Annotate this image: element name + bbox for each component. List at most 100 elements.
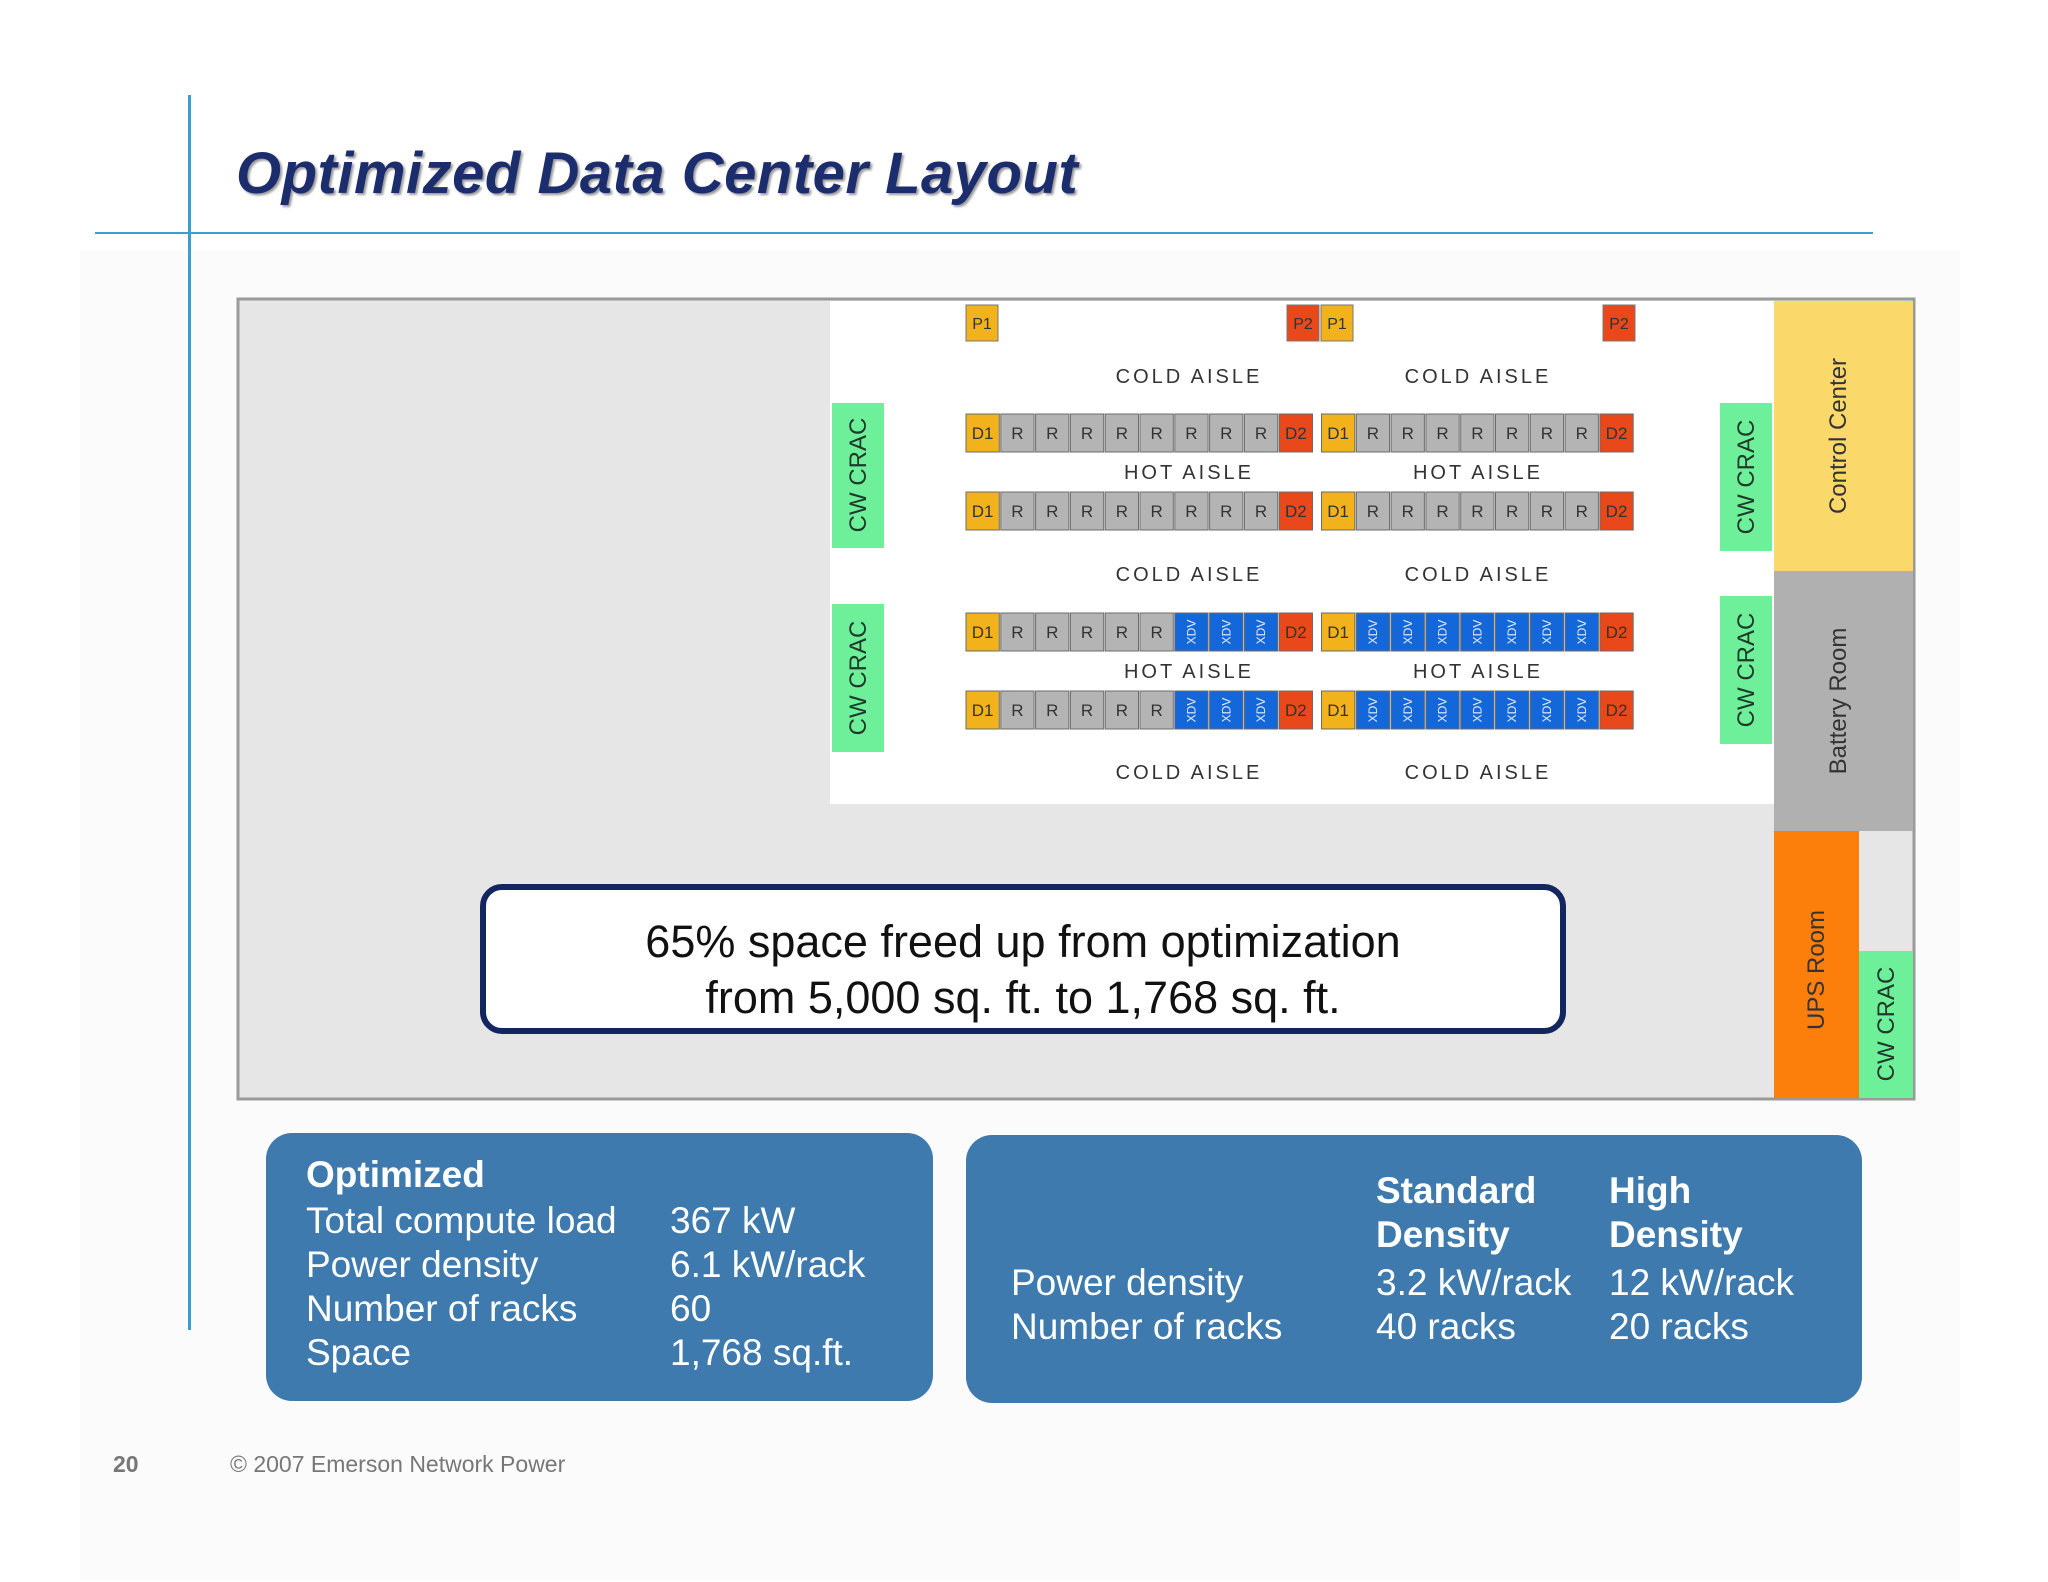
hot-aisle-label: HOT AISLE [1124, 661, 1254, 683]
control-center-label: Control Center [1825, 358, 1852, 514]
crac-unit-left-bottom [832, 604, 884, 752]
rack-cell-xdv [1460, 690, 1495, 730]
hot-aisle-label: HOT AISLE [1413, 661, 1543, 683]
rack-label-d1: D1 [1327, 424, 1349, 443]
rack-label-d2: D2 [1606, 623, 1628, 642]
rack-cell-d1 [965, 690, 1000, 730]
rack-label-d2: D2 [1285, 623, 1307, 642]
rack-cell-d2 [1599, 690, 1634, 730]
slide-title: Optimized Data Center Layout [236, 141, 1079, 206]
battery-room-label: Battery Room [1825, 628, 1852, 775]
rack-cell-d2 [1278, 690, 1313, 730]
hot-aisle-label: HOT AISLE [1124, 462, 1254, 484]
rack-label-d2: D2 [1606, 701, 1628, 720]
rack-cell-r [1000, 491, 1035, 531]
rack-cell-xdv [1243, 612, 1279, 652]
rack-cell-xdv [1174, 612, 1209, 652]
rack-label-r: R [1367, 502, 1379, 521]
rack-label-xdv: XDV [1184, 620, 1198, 645]
rack-label-r: R [1116, 623, 1128, 642]
p1-label-left: P1 [972, 316, 992, 333]
rack-cell-xdv [1495, 612, 1530, 652]
rack-label-d1: D1 [972, 424, 994, 443]
rack-cell-r [1209, 413, 1244, 453]
rack-label-d2: D2 [1285, 701, 1307, 720]
rack-label-d1: D1 [972, 502, 994, 521]
rack-label-xdv: XDV [1219, 620, 1233, 645]
rack-cell-r [1209, 491, 1244, 531]
hot-aisle-label: HOT AISLE [1413, 462, 1543, 484]
rack-label-xdv: XDV [1505, 698, 1519, 723]
rack-label-d1: D1 [972, 701, 994, 720]
stat-value: 6.1 kW/rack [670, 1244, 866, 1285]
standard-density-header: Standard [1376, 1170, 1537, 1211]
stat-label: Total compute load [306, 1200, 617, 1241]
stat-value: 60 [670, 1288, 712, 1329]
ups-room [1774, 831, 1859, 1098]
rack-cell-d1 [1321, 491, 1356, 531]
rack-cell-r [1243, 491, 1279, 531]
rack-label-r: R [1046, 424, 1058, 443]
rack-label-r: R [1367, 424, 1379, 443]
rack-cell-r [1355, 491, 1391, 531]
rack-cell-xdv [1495, 690, 1530, 730]
rack-label-r: R [1116, 424, 1128, 443]
rack-cell-d2 [1599, 413, 1634, 453]
rack-label-xdv: XDV [1436, 698, 1450, 723]
rack-label-r: R [1011, 701, 1023, 720]
rack-label-r: R [1185, 502, 1197, 521]
rack-label-r: R [1471, 502, 1483, 521]
p2-box-right [1602, 304, 1636, 342]
stat-value: 1,768 sq.ft. [670, 1332, 854, 1373]
rack-label-xdv: XDV [1470, 620, 1484, 645]
rack-label-r: R [1541, 424, 1553, 443]
rack-label-r: R [1116, 701, 1128, 720]
rack-cell-d1 [965, 491, 1000, 531]
rack-cell-xdv [1460, 612, 1495, 652]
rack-label-r: R [1541, 502, 1553, 521]
rack-label-r: R [1436, 424, 1448, 443]
standard-density-header: Density [1376, 1214, 1510, 1255]
rack-cell-d2 [1278, 491, 1313, 531]
rack-cell-r [1564, 413, 1599, 453]
rack-cell-r [1529, 491, 1565, 531]
rack-label-xdv: XDV [1575, 698, 1589, 723]
rack-label-r: R [1081, 502, 1093, 521]
rack-label-r: R [1011, 424, 1023, 443]
p2-label-right: P2 [1609, 316, 1629, 333]
rack-cell-r [1390, 413, 1425, 453]
high-density-header: Density [1609, 1214, 1743, 1255]
rack-label-xdv: XDV [1366, 698, 1380, 723]
callout-line-1: 65% space freed up from optimization [645, 916, 1401, 967]
rack-label-d1: D1 [1327, 701, 1349, 720]
crac-label: CW CRAC [1873, 967, 1900, 1082]
rack-cell-r [1069, 491, 1105, 531]
rack-label-xdv: XDV [1366, 620, 1380, 645]
cold-aisle-label: COLD AISLE [1405, 366, 1552, 388]
rack-cell-d1 [1321, 413, 1356, 453]
rack-cell-r [1069, 413, 1105, 453]
rack-cell-xdv [1425, 690, 1460, 730]
rack-label-r: R [1046, 623, 1058, 642]
rack-cell-r [1564, 491, 1599, 531]
rack-cell-d1 [1321, 690, 1356, 730]
cold-aisle-label: COLD AISLE [1116, 564, 1263, 586]
rack-cell-r [1000, 690, 1035, 730]
p2-box-mid [1286, 304, 1320, 342]
rack-cell-xdv [1529, 690, 1565, 730]
title-underline [95, 232, 1873, 234]
density-comparison-panel: Standard Density High Density Power dens… [966, 1135, 1862, 1403]
rack-label-r: R [1402, 502, 1414, 521]
rack-label-r: R [1116, 502, 1128, 521]
rack-label-r: R [1081, 424, 1093, 443]
rack-label-d2: D2 [1285, 424, 1307, 443]
rack-cell-r [1000, 612, 1035, 652]
rack-cell-d1 [965, 413, 1000, 453]
rack-cell-d2 [1599, 491, 1634, 531]
rack-label-r: R [1436, 502, 1448, 521]
battery-room [1774, 571, 1913, 831]
rack-label-d2: D2 [1606, 502, 1628, 521]
page-number: 20 [113, 1451, 139, 1477]
cold-aisle-label: COLD AISLE [1405, 564, 1552, 586]
rack-cell-r [1425, 491, 1460, 531]
